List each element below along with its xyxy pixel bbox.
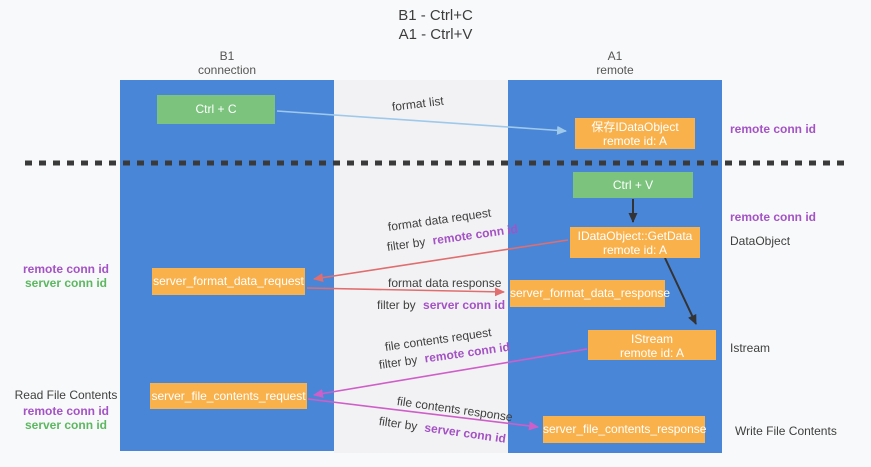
ctrl-v-label: Ctrl + V [612, 178, 654, 192]
getdata-box: IDataObject::GetData remote id: A [570, 227, 700, 258]
server-file-contents-request-label: server_file_contents_request [151, 389, 306, 403]
left-label-server-conn-id-format: server conn id [24, 276, 108, 290]
title-line-2: A1 - Ctrl+V [398, 26, 473, 43]
lane-a1-role: remote [596, 63, 634, 77]
istream-box: IStream remote id: A [588, 330, 716, 360]
format-data-response-text: format data response [388, 276, 502, 290]
save-dataobject-line2: remote id: A [602, 134, 668, 148]
left-label-remote-conn-id-file: remote conn id [22, 404, 109, 418]
ctrl-v-box: Ctrl + V [573, 172, 693, 198]
lane-header-b1: B1 connection [120, 49, 334, 77]
lane-b1-name: B1 [219, 49, 235, 63]
save-dataobject-line1: 保存IDataObject [591, 120, 679, 134]
right-label-istream: Istream [730, 341, 771, 355]
right-label-dataobject: DataObject [730, 234, 791, 248]
server-format-data-request-box: server_format_data_request [152, 268, 305, 295]
istream-line1: IStream [630, 332, 673, 346]
right-label-remote-conn-id-mid: remote conn id [730, 210, 817, 224]
left-label-read-file-contents: Read File Contents [14, 388, 118, 402]
arrow-label-format-data-response: format data response [388, 276, 501, 290]
server-format-data-response-label: server_format_data_response [510, 286, 671, 300]
filter-by-text: filter by [377, 298, 416, 312]
lane-header-a1: A1 remote [508, 49, 722, 77]
lane-a1-name: A1 [607, 49, 623, 63]
istream-line2: remote id: A [619, 346, 685, 360]
server-file-contents-response-box: server_file_contents_response [543, 416, 707, 443]
lane-b1-role: connection [197, 63, 257, 77]
server-file-contents-response-label: server_file_contents_response [543, 422, 707, 436]
save-dataobject-box: 保存IDataObject remote id: A [575, 118, 695, 149]
server-conn-id-text: server conn id [423, 298, 506, 312]
getdata-line2: remote id: A [602, 243, 668, 257]
ctrl-c-box: Ctrl + C [157, 95, 275, 124]
title-line-1: B1 - Ctrl+C [398, 7, 473, 24]
arrow-label-filter-by-server-1: filter by server conn id [377, 298, 505, 312]
getdata-line1: IDataObject::GetData [577, 229, 693, 243]
ctrl-c-label: Ctrl + C [195, 102, 237, 116]
server-file-contents-request-box: server_file_contents_request [150, 383, 307, 409]
right-label-remote-conn-id-top: remote conn id [730, 122, 817, 136]
server-format-data-response-box: server_format_data_response [510, 280, 670, 307]
right-label-write-file-contents: Write File Contents [735, 424, 837, 438]
left-label-remote-conn-id-format: remote conn id [22, 262, 109, 276]
left-label-server-conn-id-file: server conn id [24, 418, 108, 432]
diagram-title: B1 - Ctrl+C A1 - Ctrl+V [0, 6, 871, 44]
server-format-data-request-label: server_format_data_request [153, 274, 304, 288]
